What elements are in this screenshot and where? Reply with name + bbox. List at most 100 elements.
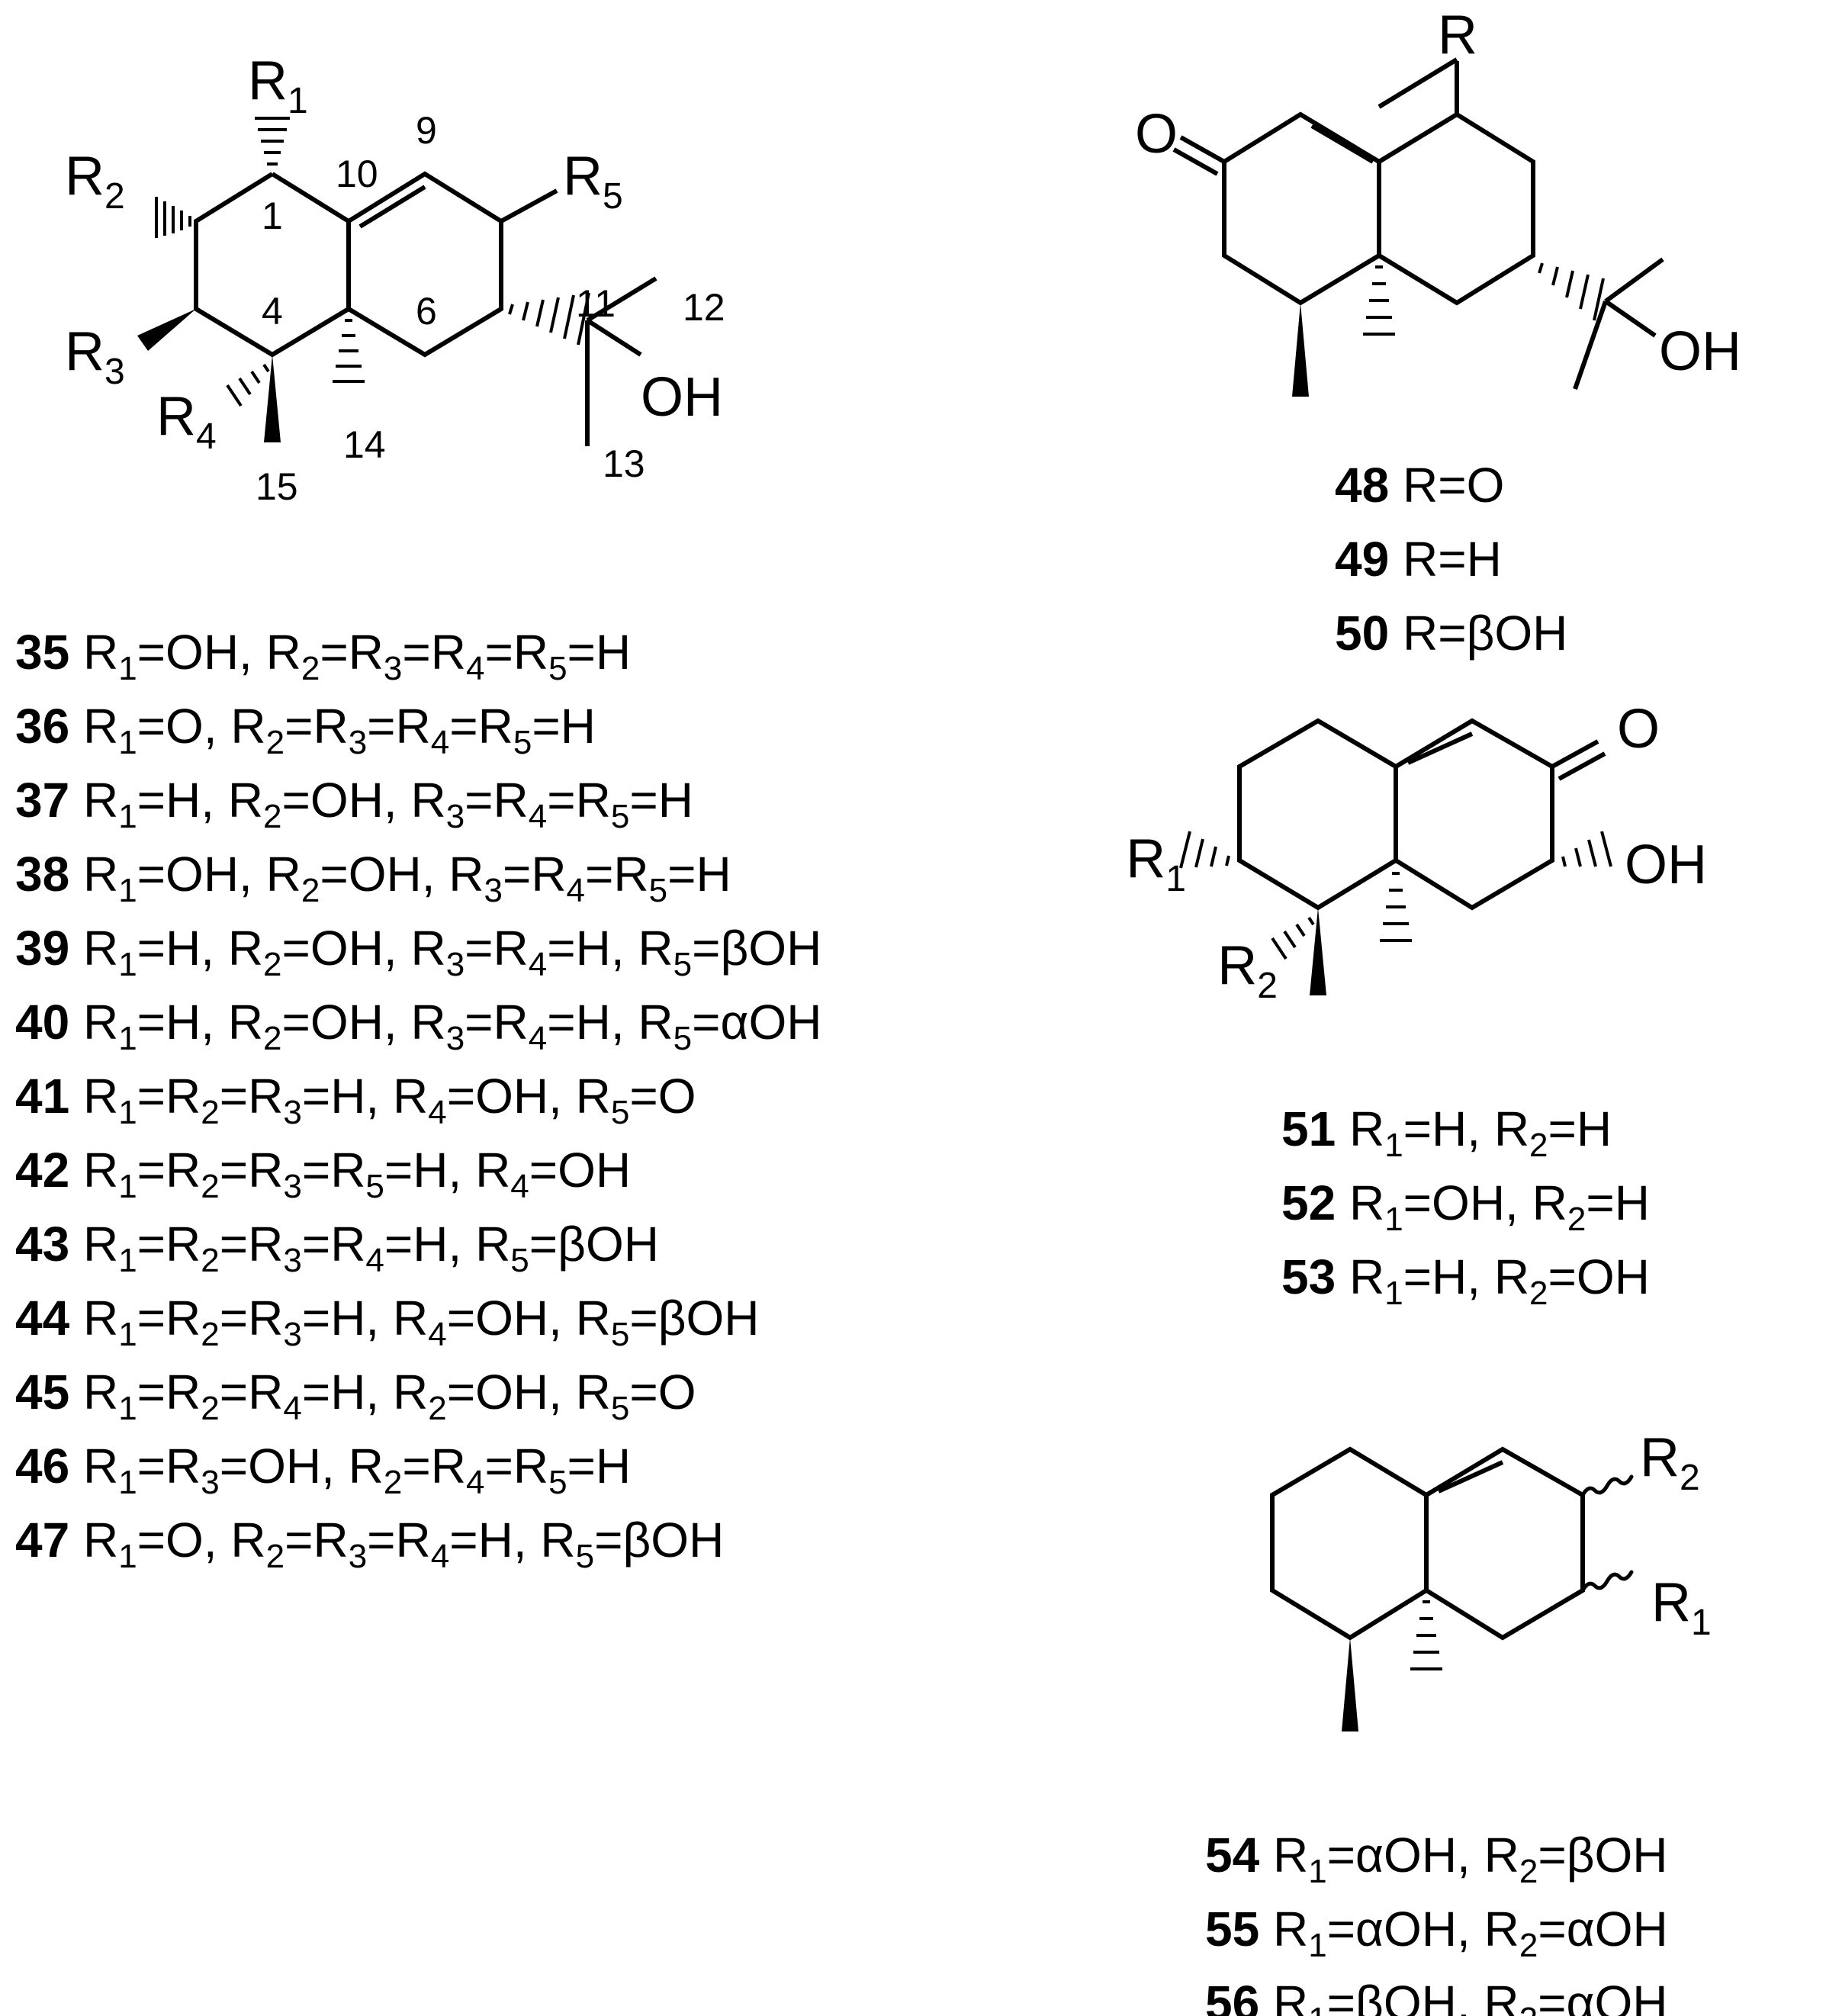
r-group-symbol: R: [540, 1513, 575, 1567]
r-group-value: =: [137, 1143, 166, 1198]
c-r2-label: R2: [1217, 935, 1278, 1006]
r-group-symbol: R: [166, 1439, 201, 1494]
r-group-subscript: 1: [118, 1390, 137, 1427]
r-group-symbol: R: [166, 1217, 201, 1272]
r-group-value: =: [302, 1217, 330, 1272]
compound-number: 45: [15, 1365, 83, 1420]
r-group-value: =αOH,: [1327, 1828, 1484, 1883]
structure-a-labels: R1 R2 R3 R4 R5 OH 1 4 6 9 10 11 12 13 14…: [65, 50, 725, 508]
r-group-subscript: 4: [283, 1390, 301, 1427]
r-group-value: =OH,: [447, 1365, 576, 1420]
compound-description: R=O: [1403, 458, 1504, 513]
r-group-symbol: R: [396, 1513, 431, 1567]
r-group-subscript: 4: [428, 1316, 446, 1353]
r-group-symbol: R: [493, 773, 529, 828]
r-group-symbol: R: [83, 773, 118, 828]
c-ketone-o-label: O: [1617, 699, 1660, 760]
compound-label-52: 52 R1=OH, R2=H: [1281, 1175, 1650, 1238]
d-r2-label: R2: [1640, 1427, 1700, 1498]
r-group-value: =: [220, 1143, 248, 1198]
r3-wedge-bond: [137, 309, 196, 351]
r-group-symbol: R: [166, 1365, 201, 1420]
r-group-subscript: 1: [118, 946, 137, 983]
r-group-subscript: 5: [576, 1538, 594, 1575]
r-group-subscript: 4: [431, 724, 449, 761]
compound-list-48-50: 48 R=O49 R=H50 R=βOH: [1335, 458, 1567, 661]
r-group-symbol: R: [248, 1143, 283, 1198]
compound-number: 42: [15, 1143, 83, 1198]
r-group-symbol: R: [248, 1217, 283, 1272]
structure-b-skeleton: [1172, 57, 1664, 397]
r-group-symbol: R: [83, 847, 118, 902]
r-group-symbol: R: [349, 1439, 384, 1494]
compound-number: 39: [15, 921, 83, 976]
r-group-symbol: R: [83, 1365, 118, 1420]
r-group-symbol: R: [576, 1069, 611, 1124]
r-group-symbol: R: [228, 995, 263, 1050]
r-group-subscript: 4: [529, 946, 547, 983]
r-group-symbol: R: [349, 625, 384, 680]
compound-number: 49: [1335, 532, 1403, 587]
r-group-subscript: 2: [201, 1390, 219, 1427]
r-group-subscript: 3: [283, 1242, 301, 1279]
r-group-value: =H: [567, 625, 632, 680]
r-group-value: =H: [667, 847, 731, 902]
d-r2-wavy-bond: [1580, 1474, 1634, 1497]
r-group-subscript: 2: [266, 724, 285, 761]
r-group-subscript: 1: [1384, 1127, 1403, 1164]
r-group-value: =H,: [547, 921, 638, 976]
r-group-subscript: 1: [118, 1316, 137, 1353]
r-group-symbol: R: [1484, 1976, 1519, 2016]
r-group-value: =OH: [1548, 1249, 1650, 1304]
compound-number: 36: [15, 699, 83, 754]
r-group-subscript: 3: [201, 1464, 219, 1501]
r-group-symbol: R: [410, 995, 445, 1050]
structure-a-skeleton: [137, 117, 657, 446]
r-group-symbol: R: [410, 773, 445, 828]
r-group-value: =: [465, 921, 493, 976]
r-group-subscript: 2: [1519, 1853, 1538, 1890]
r1-hashed-bond: [255, 117, 290, 166]
r-group-symbol: R: [1494, 1249, 1529, 1304]
r-group-symbol: R: [166, 1069, 201, 1124]
r-group-subscript: 2: [1529, 1275, 1548, 1312]
r-group-subscript: 1: [118, 650, 137, 687]
r-group-value: =: [320, 625, 348, 680]
r-group-subscript: 5: [611, 798, 629, 835]
r-group-symbol: R: [83, 1217, 118, 1272]
r-group-symbol: R: [83, 625, 118, 680]
d-methyl-wedge: [1342, 1638, 1358, 1731]
r-group-subscript: 4: [466, 1464, 484, 1501]
r-group-symbol: R: [83, 1513, 118, 1567]
compound-label-47: 47 R1=O, R2=R3=R4=H, R5=βOH: [15, 1513, 724, 1575]
r-group-symbol: R: [576, 1291, 611, 1346]
compound-list-51-53: 51 R1=H, R2=H52 R1=OH, R2=H53 R1=H, R2=O…: [1281, 1101, 1650, 1312]
c11-hashed-bond: [508, 292, 590, 346]
c-oh-label: OH: [1625, 834, 1707, 895]
b-r-label: R: [1438, 5, 1477, 66]
c-r2-hashed: [1271, 916, 1315, 960]
compound-number: 40: [15, 995, 83, 1050]
r-group-symbol: R: [230, 1513, 265, 1567]
r-group-value: =H: [629, 773, 693, 828]
c-r1-hashed: [1179, 831, 1230, 869]
compound-number: 37: [15, 773, 83, 828]
compound-label-45: 45 R1=R2=R4=H, R2=OH, R5=O: [15, 1365, 696, 1427]
r-group-value: =OH,: [220, 1439, 349, 1494]
compound-label-55: 55 R1=αOH, R2=αOH: [1205, 1902, 1668, 1964]
compound-number: 35: [15, 625, 83, 680]
compound-number: 52: [1281, 1175, 1349, 1230]
r2-label: R2: [65, 146, 125, 217]
r-group-symbol: R: [83, 995, 118, 1050]
r-group-value: =H,: [547, 995, 638, 1050]
r-group-symbol: R: [396, 699, 431, 754]
r-group-value: =βOH: [692, 921, 821, 976]
r-group-subscript: 4: [466, 650, 484, 687]
compound-description: R=βOH: [1403, 606, 1567, 661]
d-angular-methyl-hashed: [1410, 1600, 1442, 1670]
r-group-symbol: R: [410, 921, 445, 976]
compound-label-40: 40 R1=H, R2=OH, R3=R4=H, R5=αOH: [15, 995, 821, 1057]
compound-label-51: 51 R1=H, R2=H: [1281, 1101, 1612, 1164]
r-group-symbol: R: [330, 1143, 365, 1198]
b-oh-label: OH: [1659, 321, 1741, 382]
